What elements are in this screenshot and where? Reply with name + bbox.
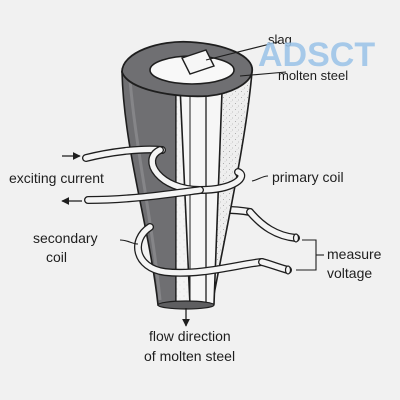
label-secondary-coil-line1: secondary — [33, 230, 98, 246]
primary-coil — [82, 145, 246, 204]
label-secondary-coil-line2: coil — [46, 249, 67, 265]
measure-bracket — [296, 239, 317, 271]
logo-text: ADSCT — [258, 36, 375, 74]
label-flow-direction-line1: flow direction — [149, 328, 231, 344]
label-primary-coil: primary coil — [272, 169, 344, 185]
secondary-coil — [134, 208, 300, 277]
molten-steel-leader — [239, 71, 287, 77]
label-molten-steel-top: molten steel — [278, 68, 348, 83]
adsct-logo: ADSCT — [258, 36, 375, 74]
leader-lines — [119, 41, 324, 271]
label-measure-voltage-line1: measure — [327, 246, 382, 262]
label-exciting-current: exciting current — [9, 170, 104, 186]
secondary-coil-leader — [119, 239, 139, 245]
label-slag: slag — [268, 32, 292, 47]
primary-coil-leader — [251, 175, 269, 182]
label-flow-direction-line2: of molten steel — [144, 348, 235, 364]
slag-leader — [205, 41, 279, 61]
label-measure-voltage-line2: voltage — [327, 265, 372, 281]
indicator-arrows — [61, 152, 190, 327]
